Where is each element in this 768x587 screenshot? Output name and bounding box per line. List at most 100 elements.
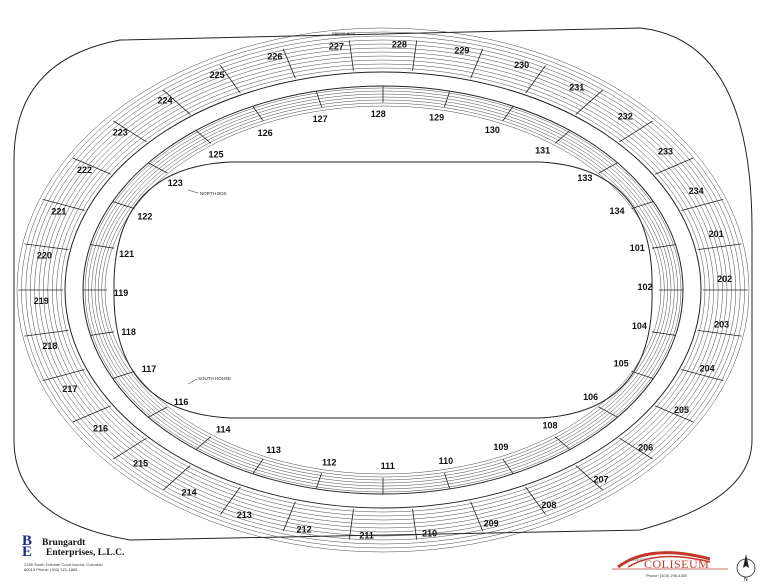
lower-section-134[interactable]: 134 — [609, 206, 624, 216]
upper-aisle — [282, 501, 296, 532]
lower-aisle — [195, 436, 212, 450]
lower-bowl-outer-edge — [82, 85, 684, 495]
lower-section-109[interactable]: 109 — [493, 442, 508, 452]
upper-aisle — [412, 509, 418, 540]
upper-section-209[interactable]: 209 — [484, 518, 499, 528]
arena-floor-outline — [113, 161, 653, 419]
upper-section-217[interactable]: 217 — [62, 384, 77, 394]
upper-row-line — [56, 63, 710, 517]
upper-section-215[interactable]: 215 — [133, 459, 148, 469]
upper-row-line — [51, 59, 715, 521]
upper-section-207[interactable]: 207 — [593, 475, 608, 485]
lower-aisle — [598, 162, 618, 174]
upper-section-230[interactable]: 230 — [514, 60, 529, 70]
lower-aisle — [631, 201, 654, 209]
upper-section-223[interactable]: 223 — [113, 128, 128, 138]
upper-aisle — [220, 65, 241, 94]
lower-section-126[interactable]: 126 — [258, 128, 273, 138]
lower-section-108[interactable]: 108 — [542, 421, 557, 431]
lower-section-127[interactable]: 127 — [313, 114, 328, 124]
lower-section-101[interactable]: 101 — [630, 243, 645, 253]
upper-section-228[interactable]: 228 — [392, 39, 407, 49]
upper-aisle — [162, 465, 191, 491]
lower-section-121[interactable]: 121 — [119, 249, 134, 259]
lower-section-123[interactable]: 123 — [168, 178, 183, 188]
lower-section-116[interactable]: 116 — [174, 397, 189, 407]
lower-section-110[interactable]: 110 — [439, 456, 454, 466]
upper-aisle — [681, 199, 724, 211]
upper-section-220[interactable]: 220 — [37, 251, 52, 261]
upper-section-205[interactable]: 205 — [674, 405, 689, 415]
upper-section-224[interactable]: 224 — [157, 96, 172, 106]
lower-aisle — [444, 90, 451, 108]
upper-section-218[interactable]: 218 — [42, 341, 57, 351]
upper-section-231[interactable]: 231 — [569, 82, 584, 92]
upper-aisle — [113, 120, 147, 143]
brand-name-line2: Enterprises, L.L.C. — [46, 548, 125, 558]
lower-section-102[interactable]: 102 — [637, 282, 652, 292]
lower-section-122[interactable]: 122 — [137, 212, 152, 222]
upper-section-234[interactable]: 234 — [689, 186, 704, 196]
lower-section-118[interactable]: 118 — [121, 327, 136, 337]
upper-section-203[interactable]: 203 — [714, 319, 729, 329]
upper-section-226[interactable]: 226 — [267, 52, 282, 62]
upper-section-216[interactable]: 216 — [93, 424, 108, 434]
upper-section-225[interactable]: 225 — [210, 70, 225, 80]
lower-section-117[interactable]: 117 — [142, 364, 157, 374]
lower-section-104[interactable]: 104 — [632, 321, 647, 331]
upper-aisle — [348, 509, 354, 540]
upper-bowl-section-labels: 224 225 226 227 228 229 230 231 232 233 234 201 202 2… — [34, 39, 732, 540]
upper-section-219[interactable]: 219 — [34, 296, 49, 306]
upper-bowl-rows — [16, 27, 750, 553]
press-box-label: PRESS BOX — [332, 31, 355, 36]
upper-section-229[interactable]: 229 — [454, 46, 469, 56]
lower-section-119[interactable]: 119 — [114, 288, 129, 298]
lower-aisle — [502, 458, 514, 475]
upper-section-210[interactable]: 210 — [422, 529, 437, 539]
lower-section-130[interactable]: 130 — [485, 125, 500, 135]
lower-aisle — [195, 130, 212, 144]
upper-section-201[interactable]: 201 — [709, 229, 724, 239]
upper-section-221[interactable]: 221 — [51, 206, 66, 216]
lower-section-105[interactable]: 105 — [614, 359, 629, 369]
lower-aisle — [90, 244, 114, 249]
upper-aisle — [72, 157, 112, 175]
upper-section-232[interactable]: 232 — [618, 111, 633, 121]
upper-section-202[interactable]: 202 — [717, 274, 732, 284]
upper-section-204[interactable]: 204 — [700, 364, 715, 374]
upper-aisle — [470, 501, 484, 532]
lower-aisle — [554, 436, 571, 450]
lower-section-111[interactable]: 111 — [381, 461, 395, 471]
lower-section-112[interactable]: 112 — [322, 457, 337, 467]
upper-aisle — [619, 437, 653, 460]
lower-section-131[interactable]: 131 — [535, 145, 550, 155]
lower-row-line — [84, 87, 682, 493]
upper-aisle — [220, 486, 241, 515]
lower-row-line — [98, 99, 668, 481]
lower-section-113[interactable]: 113 — [266, 445, 281, 455]
lower-aisle — [502, 105, 514, 122]
upper-row-line — [60, 67, 706, 513]
upper-bowl-inner-edge — [64, 71, 702, 509]
lower-section-133[interactable]: 133 — [577, 173, 592, 183]
upper-section-213[interactable]: 213 — [237, 510, 252, 520]
north-box-pointer — [187, 189, 199, 194]
lower-aisle — [315, 90, 322, 108]
upper-section-208[interactable]: 208 — [541, 500, 556, 510]
upper-aisle — [42, 199, 85, 211]
upper-aisle — [575, 89, 604, 115]
lower-section-128[interactable]: 128 — [371, 109, 386, 119]
upper-section-227[interactable]: 227 — [329, 41, 344, 51]
upper-section-212[interactable]: 212 — [297, 524, 312, 534]
upper-section-214[interactable]: 214 — [182, 488, 197, 498]
upper-section-206[interactable]: 206 — [638, 443, 653, 453]
lower-section-125[interactable]: 125 — [208, 149, 223, 159]
lower-section-129[interactable]: 129 — [429, 113, 444, 123]
upper-section-211[interactable]: 211 — [359, 531, 374, 541]
lower-section-114[interactable]: 114 — [216, 425, 231, 435]
upper-section-233[interactable]: 233 — [658, 146, 673, 156]
upper-section-222[interactable]: 222 — [77, 165, 92, 175]
lower-aisle — [652, 244, 676, 249]
lower-section-106[interactable]: 106 — [583, 392, 598, 402]
upper-aisle — [525, 486, 546, 515]
